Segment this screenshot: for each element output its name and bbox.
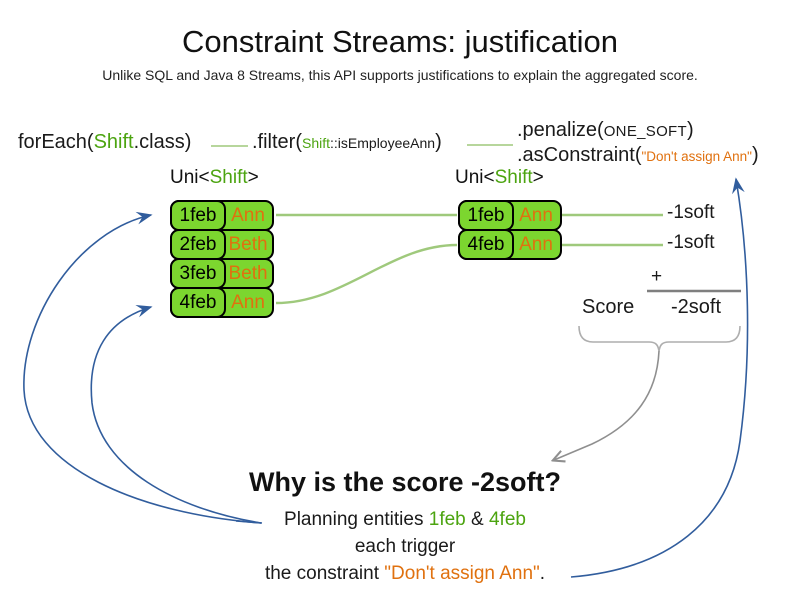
line3-suffix: .: [539, 563, 546, 584]
table-row: 3feb Beth: [170, 258, 274, 289]
shift-employee: Ann: [519, 233, 553, 255]
score-brace: [578, 325, 741, 352]
left-stream-table: 1feb Ann 2feb Beth 3feb Beth 4feb Ann: [170, 200, 274, 318]
asconstraint-arg: "Don't assign Ann": [641, 149, 752, 164]
explanation-line-1: Planning entities 1feb & 4feb: [105, 506, 705, 533]
filter-prefix: .filter(: [252, 131, 302, 153]
filter-suffix: ): [435, 131, 442, 153]
uni-prefix: Uni<: [455, 167, 495, 188]
penalize-suffix: ): [686, 119, 694, 141]
entity-4feb: 4feb: [488, 509, 526, 530]
shift-date: 3feb: [170, 258, 226, 289]
foreach-class: Shift: [93, 131, 134, 153]
shift-date: 2feb: [170, 229, 226, 260]
explanation-line-2: each trigger: [354, 536, 456, 557]
right-stream-type-label: Uni<Shift>: [455, 167, 544, 189]
filter-arg-class: Shift: [302, 135, 331, 151]
uni-class: Shift: [494, 167, 533, 188]
shift-date: 4feb: [458, 229, 514, 260]
code-asconstraint: .asConstraint("Don't assign Ann"): [517, 144, 759, 167]
ampersand: &: [465, 509, 489, 530]
right-stream-table: 1feb Ann 4feb Ann: [458, 200, 562, 260]
code-penalize: .penalize(ONE_SOFT): [517, 119, 694, 142]
constraint-name: "Don't assign Ann": [384, 563, 540, 584]
page-title: Constraint Streams: justification: [182, 24, 618, 59]
explanation-block: Why is the score -2soft? Planning entiti…: [105, 467, 705, 587]
asconstraint-suffix: ): [751, 144, 759, 166]
shift-employee: Beth: [228, 262, 268, 284]
line3-prefix: the constraint: [264, 563, 385, 584]
table-row: 2feb Beth: [170, 229, 274, 260]
stream-link-4feb: [275, 243, 458, 305]
plus-sign: +: [651, 266, 663, 287]
line1-prefix: Planning entities: [284, 509, 429, 530]
foreach-prefix: forEach(: [18, 131, 94, 153]
brace-to-why-arrow: [554, 350, 660, 460]
score-label: Score: [582, 296, 635, 318]
penalize-arg: ONE_SOFT: [603, 123, 687, 140]
shift-date: 1feb: [458, 200, 514, 231]
shift-date: 4feb: [170, 287, 226, 318]
shift-employee: Ann: [231, 204, 265, 226]
row-score-1: -1soft: [667, 202, 715, 223]
uni-class: Shift: [209, 167, 248, 188]
shift-date: 1feb: [170, 200, 226, 231]
total-score: -2soft: [671, 296, 722, 318]
shift-employee: Ann: [231, 291, 265, 313]
asconstraint-prefix: .asConstraint(: [517, 144, 642, 166]
table-row: 1feb Ann: [458, 200, 562, 231]
table-row: 4feb Ann: [458, 229, 562, 260]
code-foreach: forEach(Shift.class): [18, 131, 191, 154]
entity-1feb: 1feb: [428, 509, 466, 530]
explanation-line-3: the constraint "Don't assign Ann".: [105, 560, 705, 587]
shift-employee: Ann: [519, 204, 553, 226]
table-row: 4feb Ann: [170, 287, 274, 318]
subtitle: Unlike SQL and Java 8 Streams, this API …: [102, 67, 698, 83]
uni-suffix: >: [247, 167, 259, 188]
filter-arg-rest: ::isEmployeeAnn: [330, 135, 436, 151]
explanation-heading: Why is the score -2soft?: [248, 467, 562, 497]
foreach-suffix: .class): [133, 131, 192, 153]
uni-prefix: Uni<: [170, 167, 210, 188]
code-filter: .filter(Shift::isEmployeeAnn): [252, 131, 442, 154]
penalize-prefix: .penalize(: [517, 119, 604, 141]
left-stream-type-label: Uni<Shift>: [170, 167, 259, 189]
table-row: 1feb Ann: [170, 200, 274, 231]
shift-employee: Beth: [228, 233, 268, 255]
row-score-2: -1soft: [667, 232, 715, 253]
uni-suffix: >: [532, 167, 544, 188]
